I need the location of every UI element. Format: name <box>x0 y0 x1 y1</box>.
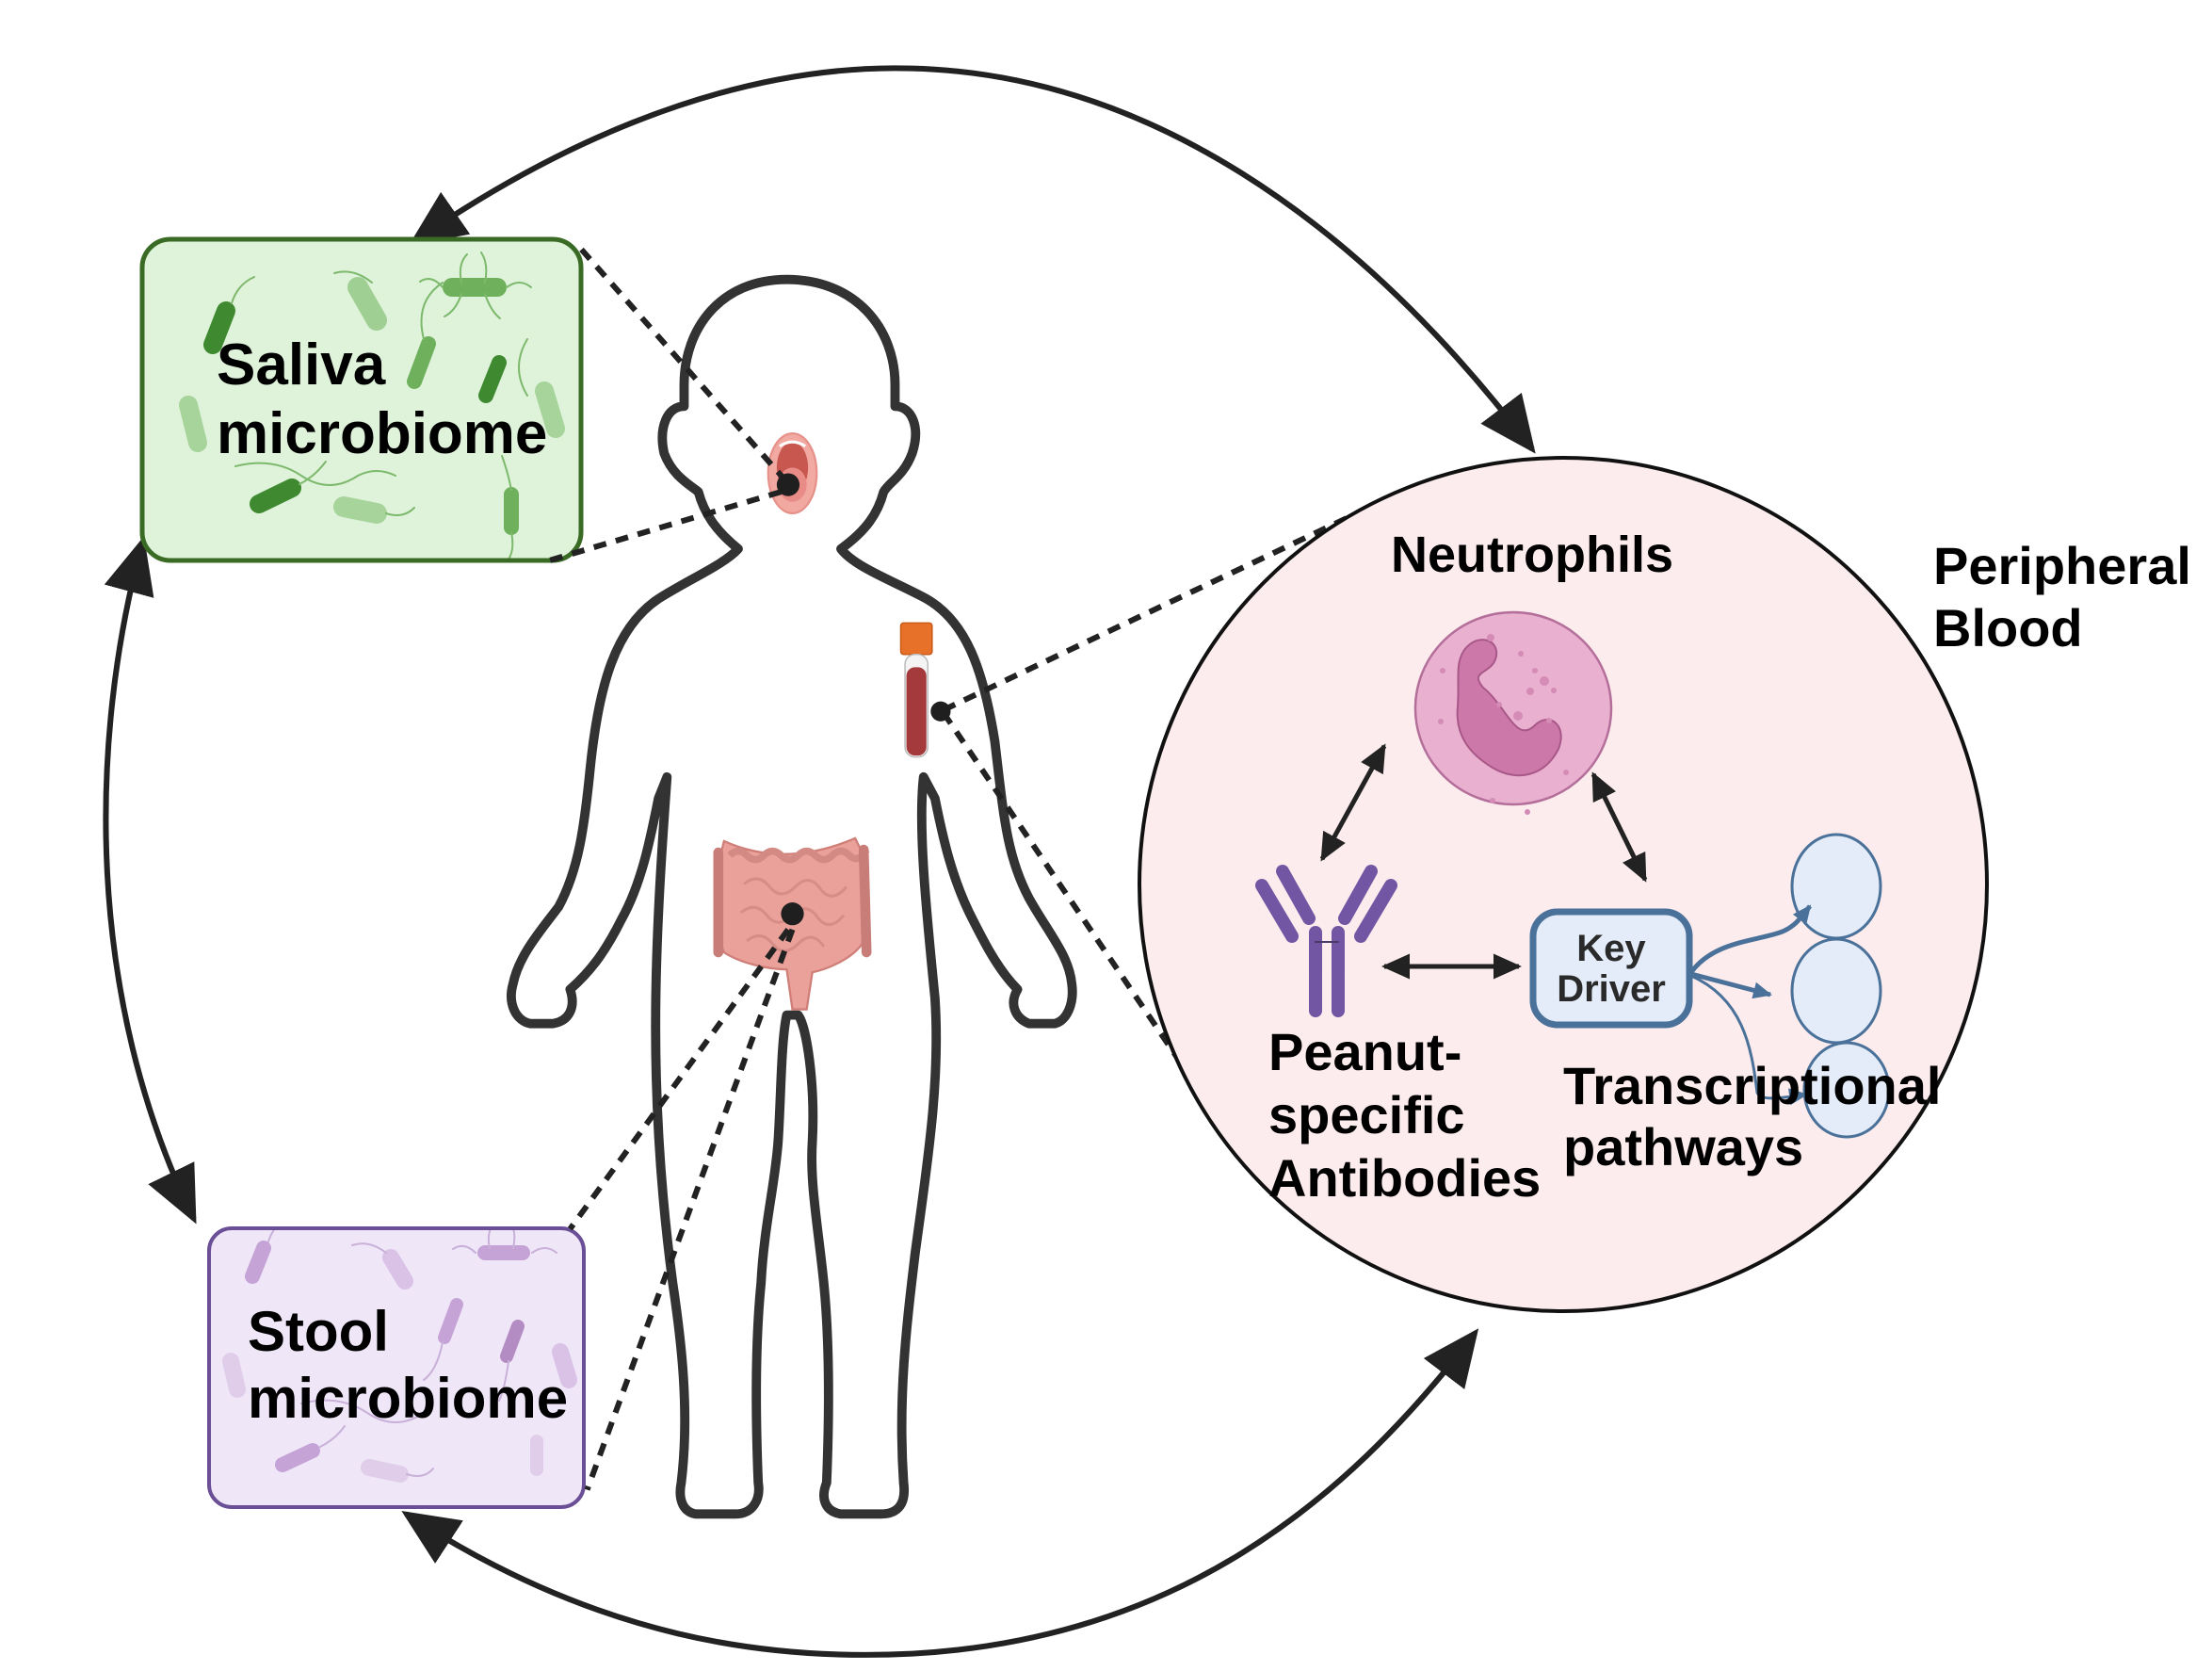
stool-microbiome-box: Stool microbiome <box>207 1226 586 1509</box>
bacterium-icon <box>535 381 565 438</box>
bacterium-icon <box>333 496 387 524</box>
pathway-node <box>1790 833 1882 940</box>
arrow-saliva-stool <box>103 536 197 1225</box>
arrow-keydriver-node2 <box>1690 971 1772 999</box>
connector-mouth-saliva-bottom <box>549 489 783 563</box>
bacterium-icon <box>222 1353 246 1398</box>
peripheral-blood-title-line2: Blood <box>1933 598 2083 657</box>
key-driver-label-line2: Driver <box>1557 968 1666 1010</box>
blood-sample-dot <box>930 701 951 722</box>
mouth-sample-dot <box>776 473 800 496</box>
stool-label-line2: microbiome <box>248 1367 568 1430</box>
blood-tube-icon <box>899 622 933 758</box>
connector-mouth-saliva-top <box>579 247 789 484</box>
connector-tube-blood-bottom <box>941 711 1232 1135</box>
arrow-saliva-blood <box>408 65 1536 454</box>
bacterium-icon <box>250 479 301 513</box>
arrow-keydriver-node1 <box>1689 904 1812 974</box>
stool-bacteria <box>222 1228 577 1483</box>
saliva-box-border <box>139 236 584 563</box>
connector-gut-stool-top <box>567 928 791 1231</box>
antibodies-label-line3: Antibodies <box>1268 1148 1541 1208</box>
arrow-neutrophil-keydriver <box>1590 771 1648 883</box>
sample-site-connectors <box>549 247 1413 1491</box>
connector-tube-blood-top <box>942 484 1413 713</box>
neutrophil-icon <box>1413 610 1613 815</box>
bacterium-icon <box>203 301 235 354</box>
antibodies-label-line2: specific <box>1268 1085 1465 1144</box>
bacterium-icon <box>552 1343 577 1388</box>
flagella <box>231 251 532 560</box>
saliva-bacteria <box>179 251 565 560</box>
stool-label-line1: Stool <box>248 1300 389 1363</box>
saliva-box-background <box>142 239 581 560</box>
connector-gut-stool-bottom <box>584 928 796 1491</box>
saliva-label-line1: Saliva <box>217 333 386 397</box>
bacterium-icon <box>245 1241 271 1284</box>
bacterium-icon <box>382 1249 413 1290</box>
bacterium-icon <box>478 355 507 403</box>
child-figure <box>507 247 1413 1519</box>
pathway-node <box>1790 937 1882 1045</box>
antibody-icon <box>1255 865 1397 1017</box>
bacterium-icon <box>361 1459 409 1483</box>
mouth-icon <box>767 431 818 514</box>
gut-sample-dot <box>781 902 804 926</box>
pathways-label-line1: Transcriptional <box>1563 1056 1941 1115</box>
arrow-stool-blood <box>401 1328 1479 1658</box>
saliva-label-line2: microbiome <box>217 401 547 466</box>
key-driver-label-line1: Key <box>1576 928 1646 969</box>
stool-box-border <box>207 1226 586 1509</box>
peripheral-blood-title-line1: Peripheral <box>1933 536 2191 595</box>
bacterium-icon <box>179 396 207 452</box>
bacterium-icon <box>347 277 387 331</box>
bacterium-icon <box>407 336 436 389</box>
outer-arrows <box>103 65 1536 1658</box>
arrow-keydriver-node3 <box>1690 974 1808 1106</box>
bacterium-icon <box>275 1443 320 1472</box>
neutrophils-label: Neutrophils <box>1391 527 1673 583</box>
key-driver-box <box>1529 908 1693 1029</box>
bacterium-icon <box>500 1320 525 1363</box>
saliva-microbiome-box: Saliva microbiome <box>139 236 584 563</box>
bacterium-icon <box>438 1298 463 1344</box>
stool-box-background <box>209 1228 584 1507</box>
arrow-neutrophil-antibody <box>1319 743 1387 862</box>
peripheral-blood-panel: Neutrophils <box>1138 456 1989 1313</box>
antibodies-label-line1: Peanut- <box>1268 1022 1461 1081</box>
pathways-label-line2: pathways <box>1563 1117 1803 1176</box>
flagella <box>267 1228 557 1477</box>
